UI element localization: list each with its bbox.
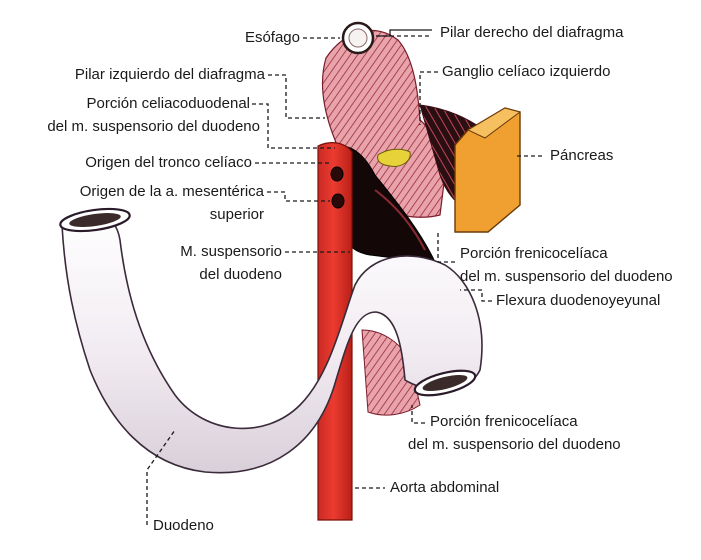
label-porcion-freno-a-1: Porción frenicocelíaca bbox=[460, 245, 608, 262]
celiac-trunk-origin bbox=[330, 166, 344, 182]
label-aorta: Aorta abdominal bbox=[390, 479, 500, 496]
label-esofago: Esófago bbox=[244, 29, 300, 46]
leader-lines bbox=[146, 29, 545, 525]
label-origen-mes-2: superior bbox=[209, 206, 264, 223]
lower-crus bbox=[361, 329, 421, 416]
label-pilar-izquierdo: Pilar izquierdo del diafragma bbox=[74, 66, 265, 83]
label-m-susp-1: M. suspensorio bbox=[180, 243, 282, 260]
label-m-susp-2: del duodeno bbox=[199, 266, 282, 283]
label-porcion-celiaco-2: del m. suspensorio del duodeno bbox=[47, 118, 260, 135]
label-porcion-freno-b-1: Porción frenicocelíaca bbox=[430, 413, 578, 430]
label-porcion-celiaco-1: Porción celiacoduodenal bbox=[86, 95, 250, 112]
label-origen-mes-1: Origen de la a. mesentérica bbox=[79, 183, 264, 200]
abdominal-aorta bbox=[317, 142, 353, 521]
label-origen-tronco: Origen del tronco celíaco bbox=[85, 154, 252, 171]
label-pilar-derecho: Pilar derecho del diafragma bbox=[440, 24, 624, 41]
label-ganglio: Ganglio celíaco izquierdo bbox=[442, 63, 611, 80]
label-porcion-freno-a-2: del m. suspensorio del duodeno bbox=[460, 268, 673, 285]
celiac-ganglion bbox=[377, 148, 411, 167]
label-pancreas: Páncreas bbox=[550, 147, 614, 164]
label-duodeno: Duodeno bbox=[153, 517, 214, 534]
label-porcion-freno-b-2: del m. suspensorio del duodeno bbox=[408, 436, 621, 453]
duodenum-tube bbox=[61, 212, 483, 474]
sma-origin bbox=[331, 193, 345, 209]
label-flexura: Flexura duodenoyeyunal bbox=[496, 292, 661, 309]
